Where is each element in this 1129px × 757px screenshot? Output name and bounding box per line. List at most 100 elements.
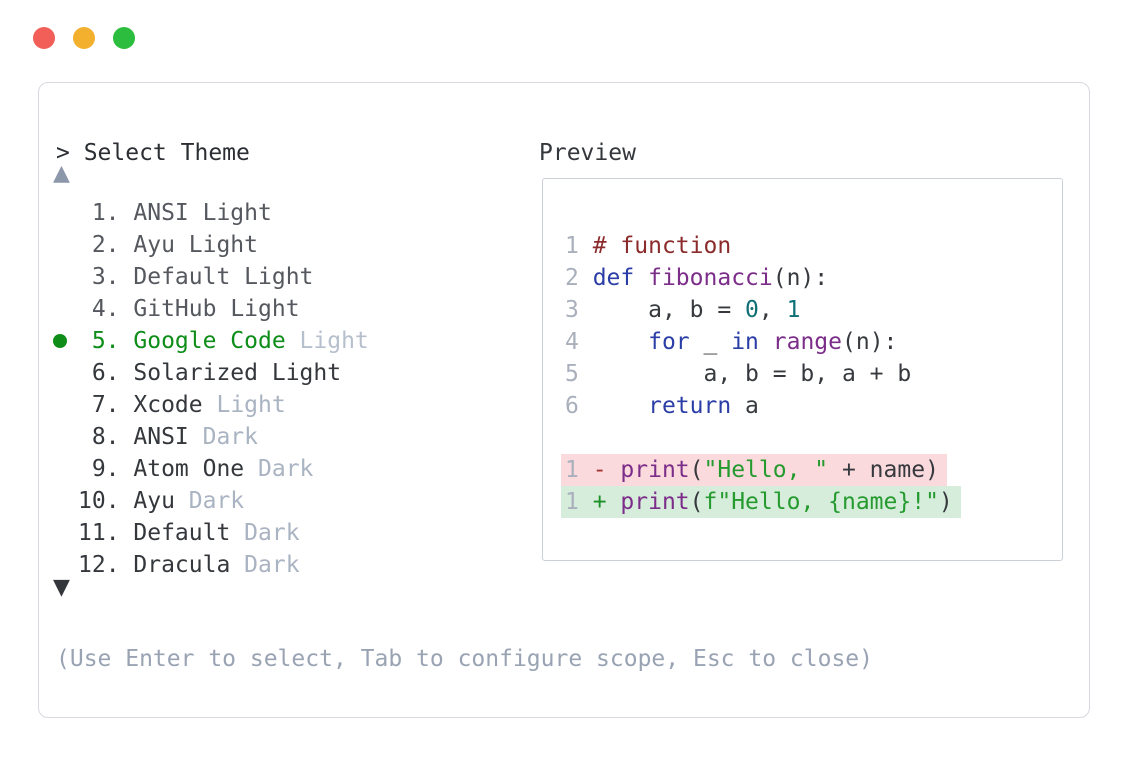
- token-kw: return: [648, 393, 732, 419]
- token-fn: print: [620, 489, 690, 515]
- diff-removed-line: 1 - print("Hello, " + name): [561, 454, 961, 486]
- selected-dot-icon: [53, 334, 67, 348]
- theme-item-name: Dracula: [133, 552, 231, 578]
- token-fn: print: [620, 457, 690, 483]
- theme-item-number: 11.: [78, 520, 120, 546]
- theme-item-number: 8.: [91, 424, 120, 450]
- theme-item-name: Default: [133, 264, 231, 290]
- line-number: 1: [565, 489, 593, 515]
- token-plain: a: [731, 393, 759, 419]
- diff-added-line: 1 + print(f"Hello, {name}!"): [561, 486, 961, 518]
- token-minus: -: [592, 457, 621, 483]
- close-button[interactable]: [33, 27, 55, 49]
- code-line: 2 def fibonacci(n):: [565, 262, 961, 294]
- theme-item-number: 7.: [91, 392, 120, 418]
- scroll-up-icon[interactable]: ▲: [53, 161, 70, 186]
- theme-item-number: 4.: [91, 296, 120, 322]
- theme-item-name: Atom One: [133, 456, 245, 482]
- theme-item-name: ANSI: [133, 200, 189, 226]
- line-number: 5: [565, 361, 593, 387]
- token-comment: # function: [592, 233, 732, 259]
- token-plain: a, b = b, a + b: [592, 361, 912, 387]
- token-str: f"Hello, {name}!": [703, 489, 939, 515]
- theme-item-number: 12.: [78, 552, 120, 578]
- token-plain: _: [689, 329, 732, 355]
- minimize-button[interactable]: [73, 27, 95, 49]
- token-plus: +: [592, 489, 621, 515]
- hint-text: (Use Enter to select, Tab to configure s…: [56, 646, 873, 672]
- theme-item-name: GitHub: [133, 296, 217, 322]
- token-plain: (: [689, 489, 704, 515]
- token-plain: (: [689, 457, 704, 483]
- theme-item-variant: Dark: [188, 488, 245, 514]
- token-plain: (n):: [842, 329, 898, 355]
- code-line-content: 1 + print(f"Hello, {name}!"): [561, 486, 961, 518]
- token-plain: [759, 329, 773, 355]
- code-line: 4 for _ in range(n):: [565, 326, 961, 358]
- line-number: 2: [565, 265, 593, 291]
- theme-item-variant: Light: [216, 392, 286, 418]
- maximize-button[interactable]: [113, 27, 135, 49]
- token-plain: ,: [758, 297, 787, 323]
- code-line: 6 return a: [565, 390, 961, 422]
- line-number: 3: [565, 297, 593, 323]
- theme-item-variant: Light: [230, 296, 300, 322]
- theme-item-number: 2.: [91, 232, 120, 258]
- theme-item-variant: Light: [188, 232, 259, 258]
- theme-list-item[interactable]: 8. ANSI Dark: [78, 421, 369, 453]
- theme-item-variant: Light: [244, 264, 314, 290]
- token-kw: def: [592, 265, 635, 291]
- line-number: 4: [565, 329, 593, 355]
- theme-item-name: Default: [133, 520, 231, 546]
- scroll-down-icon[interactable]: ▼: [53, 575, 70, 600]
- theme-item-number: 6.: [91, 360, 120, 386]
- line-number: 6: [565, 393, 593, 419]
- token-fn: fibonacci: [648, 265, 773, 291]
- token-plain: [593, 393, 648, 419]
- code-line: 3 a, b = 0, 1: [565, 294, 961, 326]
- theme-item-number: 3.: [91, 264, 120, 290]
- token-numlit: 0: [745, 297, 759, 323]
- code-line-content: 6 return a: [565, 390, 759, 422]
- theme-list-item[interactable]: 2. Ayu Light: [78, 229, 369, 261]
- theme-item-variant: Light: [299, 328, 369, 354]
- token-plain: (n):: [772, 265, 829, 291]
- theme-item-name: Ayu: [133, 232, 175, 258]
- theme-list-item[interactable]: 9. Atom One Dark: [78, 453, 369, 485]
- token-fn: range: [772, 329, 842, 355]
- theme-item-number: 10.: [78, 488, 120, 514]
- window-controls: [33, 27, 135, 49]
- token-plain: [593, 329, 648, 355]
- code-line-content: 1 # function: [565, 230, 731, 262]
- blank-line: [565, 422, 961, 454]
- theme-item-name: ANSI: [133, 424, 189, 450]
- theme-list-item[interactable]: 12. Dracula Dark: [78, 549, 369, 581]
- theme-item-variant: Dark: [244, 552, 300, 578]
- theme-item-variant: Dark: [258, 456, 314, 482]
- line-number: 1: [565, 233, 593, 259]
- picker-title: > Select Theme: [56, 140, 250, 166]
- token-kw: in: [731, 329, 759, 355]
- token-plain: ): [938, 489, 953, 515]
- theme-item-name: Google Code: [133, 328, 286, 354]
- token-kw: for: [648, 329, 690, 355]
- theme-item-name: Solarized: [133, 360, 258, 386]
- theme-list-item[interactable]: 3. Default Light: [78, 261, 369, 293]
- theme-item-variant: Dark: [202, 424, 258, 450]
- theme-item-number: 9.: [91, 456, 120, 482]
- code-line-content: 3 a, b = 0, 1: [565, 294, 800, 326]
- code-line: 1 # function: [565, 230, 961, 262]
- theme-item-variant: Light: [202, 200, 272, 226]
- token-plain: a, b =: [592, 297, 746, 323]
- theme-list-item[interactable]: 4. GitHub Light: [78, 293, 369, 325]
